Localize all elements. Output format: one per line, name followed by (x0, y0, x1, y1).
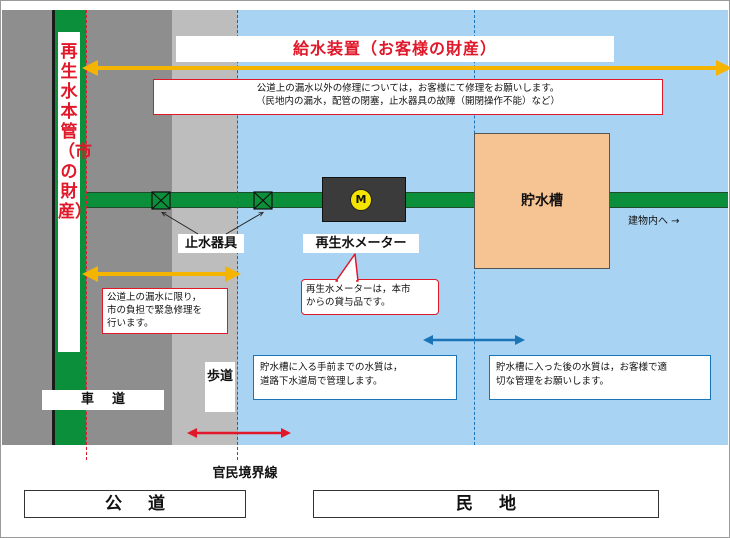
valve-pointer-1 (163, 213, 199, 235)
city-repair-line3: 行います。 (107, 318, 154, 329)
stop-valve-label: 止水器具 (178, 234, 244, 253)
meter-callout-tail (335, 253, 359, 282)
valve-pointer-2 (225, 213, 262, 235)
sidewalk-label: 歩道 (205, 362, 235, 412)
main-boundary-line (86, 10, 87, 460)
building-pipe (610, 192, 728, 208)
meter-loan-line1: 再生水メーターは，本市 (306, 284, 411, 295)
after-tank-line2: 切な管理をお願いします。 (496, 376, 610, 387)
roadway-label: 車道 (42, 390, 164, 410)
repair-note: 公道上の漏水以外の修理については，お客様にて修理をお願いします。 （民地内の漏水… (153, 79, 663, 115)
repair-note-line2: （民地内の漏水，配管の閉塞，止水器具の故障（開閉操作不能）など） (255, 96, 560, 107)
roadway-area (2, 10, 172, 445)
page-title: 給水装置（お客様の財産） (176, 36, 614, 62)
meter-label: 再生水メーター (303, 234, 419, 253)
city-repair-line2: 市の負担で緊急修理を (107, 305, 203, 316)
private-land-label: 民地 (313, 490, 659, 518)
stop-valve-icon-1 (151, 191, 171, 210)
main-pipe-label: 再生水本管（市の財産） (58, 32, 92, 352)
boundary-label: 官民境界線 (212, 466, 278, 481)
repair-note-line1: 公道上の漏水以外の修理については，お客様にて修理をお願いします。 (256, 83, 560, 94)
before-tank-line1: 貯水槽に入る手前までの水質は， (260, 362, 403, 373)
meter-loan-line2: からの貸与品です。 (306, 297, 391, 308)
meter-symbol: M (350, 189, 372, 211)
city-repair-line1: 公道上の漏水に限り， (107, 292, 202, 303)
quality-after-tank-note: 貯水槽に入った後の水質は，お客様で適 切な管理をお願いします。 (489, 355, 711, 400)
storage-tank: 貯水槽 (474, 133, 610, 269)
quality-before-tank-note: 貯水槽に入る手前までの水質は， 道路下水道局で管理します。 (253, 355, 457, 400)
city-repair-note: 公道上の漏水に限り， 市の負担で緊急修理を 行います。 (102, 288, 228, 334)
meter-loan-note: 再生水メーターは，本市 からの貸与品です。 (301, 279, 439, 315)
before-tank-line2: 道路下水道局で管理します。 (260, 376, 383, 387)
public-road-label: 公道 (24, 490, 246, 518)
after-tank-line1: 貯水槽に入った後の水質は，お客様で適 (496, 362, 668, 373)
to-building-label: 建物内へ → (628, 216, 680, 227)
stop-valve-icon-2 (253, 191, 273, 210)
